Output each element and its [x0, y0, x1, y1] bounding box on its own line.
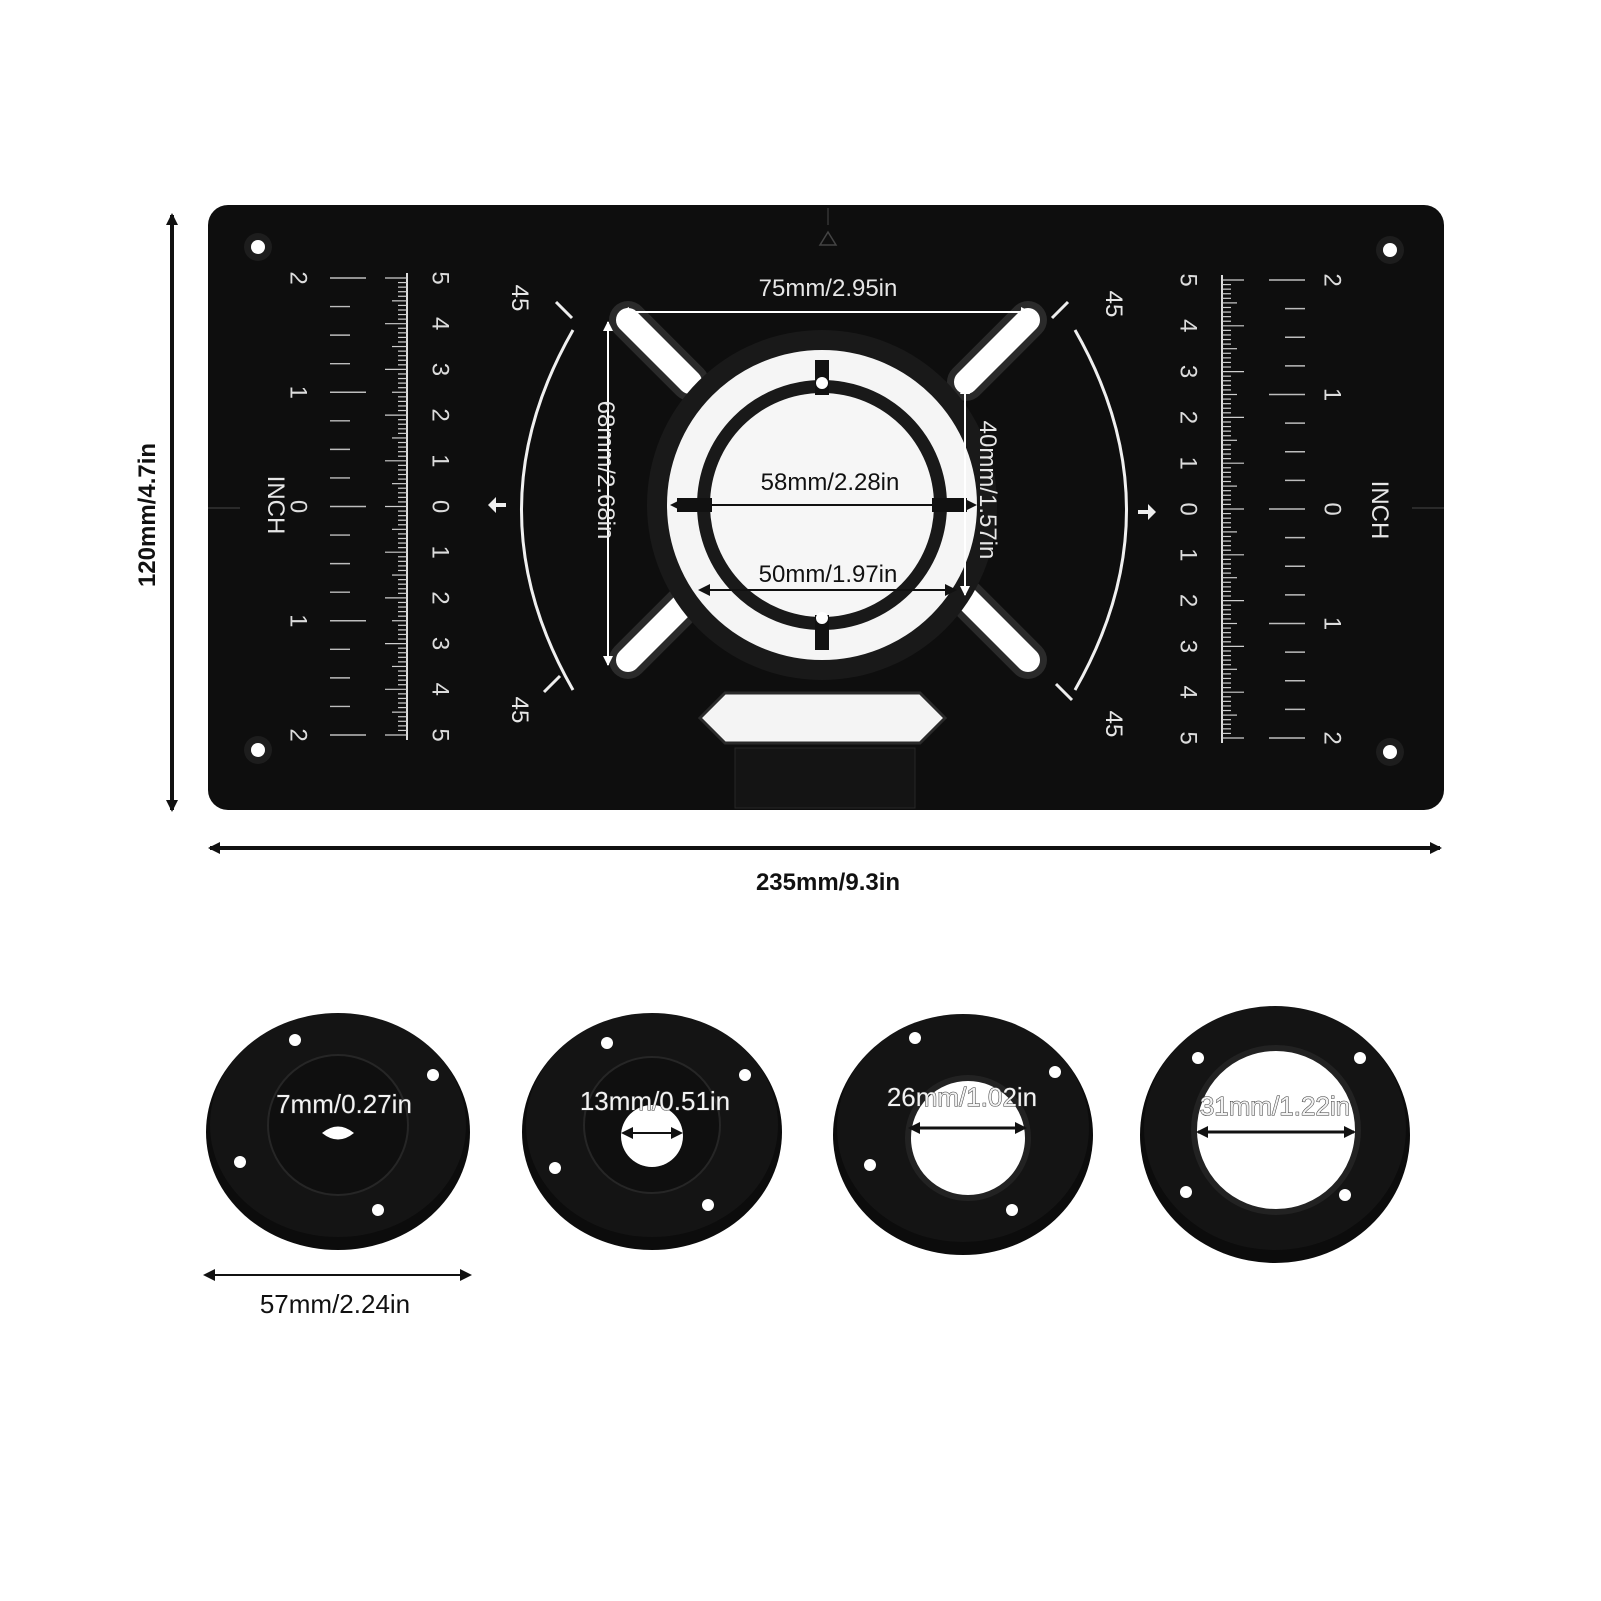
ruler-cm-number: 1: [427, 546, 454, 559]
ruler-inch-number: 0: [285, 500, 312, 513]
ruler-cm-number: 2: [1175, 411, 1202, 424]
right-guide-arc: [1073, 329, 1128, 691]
angle-mark-bottom-right: 45: [1100, 711, 1127, 738]
ring-bore-hole: [1191, 1045, 1361, 1215]
ruler-inch-number: 1: [285, 386, 312, 399]
ruler-cm-number: 3: [427, 637, 454, 650]
angle-mark-bottom-left: 45: [506, 697, 533, 724]
zero-marker-icon: [1138, 504, 1156, 520]
right-measuring-ruler: 5 4 3 2 1 0 1 2 3 4 5 2 1 0 1 2: [1175, 273, 1346, 744]
ruler-inch-number: 1: [285, 614, 312, 627]
reducer-ring-2: 13mm/0.51in: [522, 1013, 782, 1250]
mounting-hole: [1376, 236, 1404, 264]
mounting-hole: [244, 736, 272, 764]
ruler-cm-number: 5: [1175, 731, 1202, 744]
ruler-cm-number: 1: [1175, 457, 1202, 470]
center-hole-label: 58mm/2.28in: [761, 469, 900, 496]
angle-arrow-icon: [1050, 300, 1070, 320]
ring-bore-hole: [905, 1075, 1031, 1201]
ruler-cm-number: 3: [1175, 640, 1202, 653]
right-unit-label: INCH: [1366, 481, 1393, 540]
ruler-inch-number: 2: [1319, 731, 1346, 744]
diagonal-slot: [947, 579, 1047, 679]
slot-spacing-label: 40mm/1.57in: [974, 421, 1001, 560]
ruler-cm-number: 0: [427, 500, 454, 513]
ring-bore-label: 31mm/1.22in: [1200, 1091, 1350, 1121]
alignment-triangle-icon: [818, 230, 838, 246]
ruler-cm-number: 3: [1175, 365, 1202, 378]
ruler-inch-number: 1: [1319, 388, 1346, 401]
ruler-cm-number: 2: [1175, 594, 1202, 607]
ruler-inch-number: 2: [285, 728, 312, 741]
ring-bore-label: 26mm/1.02in: [887, 1082, 1037, 1112]
ruler-cm-number: 4: [427, 317, 454, 330]
angle-arrow-icon: [554, 300, 574, 320]
angle-arrow-icon: [1054, 682, 1074, 702]
ruler-cm-number: 3: [427, 363, 454, 376]
slot-span-label: 75mm/2.95in: [759, 275, 898, 302]
ruler-inch-number: 1: [1319, 617, 1346, 630]
ruler-inch-number: 0: [1319, 502, 1346, 515]
ruler-cm-number: 5: [427, 728, 454, 741]
angle-mark-top-left: 45: [506, 285, 533, 312]
ruler-cm-number: 1: [427, 454, 454, 467]
diagonal-slot: [609, 301, 709, 401]
ring-bore-label: 13mm/0.51in: [580, 1086, 730, 1116]
ruler-cm-number: 2: [427, 408, 454, 421]
ruler-cm-number: 4: [1175, 686, 1202, 699]
angle-arrow-icon: [542, 674, 562, 694]
small-bore-icon: [322, 1126, 354, 1140]
ruler-cm-number: 5: [1175, 273, 1202, 286]
width-dimension-label: 235mm/9.3in: [756, 869, 900, 896]
ruler-inch-number: 2: [285, 271, 312, 284]
reducer-ring-1: 7mm/0.27in: [206, 1013, 470, 1250]
ruler-cm-number: 4: [427, 683, 454, 696]
ruler-inch-number: 2: [1319, 273, 1346, 286]
left-unit-label: INCH: [262, 476, 289, 535]
ruler-cm-number: 4: [1175, 319, 1202, 332]
left-measuring-ruler: 5 4 3 2 1 0 1 2 3 4 5 2 1 0 1 2: [285, 271, 454, 741]
ruler-cm-number: 0: [1175, 502, 1202, 515]
zero-marker-icon: [488, 497, 506, 513]
bottom-elongated-hole: [697, 691, 948, 745]
left-guide-arc: [520, 329, 575, 691]
reducer-ring-4: 31mm/1.22in: [1140, 1006, 1410, 1263]
mounting-hole: [1376, 738, 1404, 766]
diagonal-slot: [947, 301, 1047, 401]
angle-mark-top-right: 45: [1100, 291, 1127, 318]
router-insert-plate: 75mm/2.95in 68mm/2.68in 58mm/2.28in 50mm…: [208, 205, 1444, 810]
mounting-hole: [244, 233, 272, 261]
diagonal-slot: [609, 579, 709, 679]
reducer-ring-3: 26mm/1.02in: [833, 1014, 1093, 1255]
ring-bore-label: 7mm/0.27in: [276, 1089, 412, 1119]
ruler-cm-number: 5: [427, 271, 454, 284]
height-dimension-label: 120mm/4.7in: [134, 443, 161, 587]
slot-height-label: 68mm/2.68in: [592, 401, 619, 540]
ruler-cm-number: 2: [427, 591, 454, 604]
inner-width-label: 50mm/1.97in: [759, 561, 898, 588]
ruler-cm-number: 1: [1175, 548, 1202, 561]
ring-diameter-label: 57mm/2.24in: [260, 1289, 410, 1319]
